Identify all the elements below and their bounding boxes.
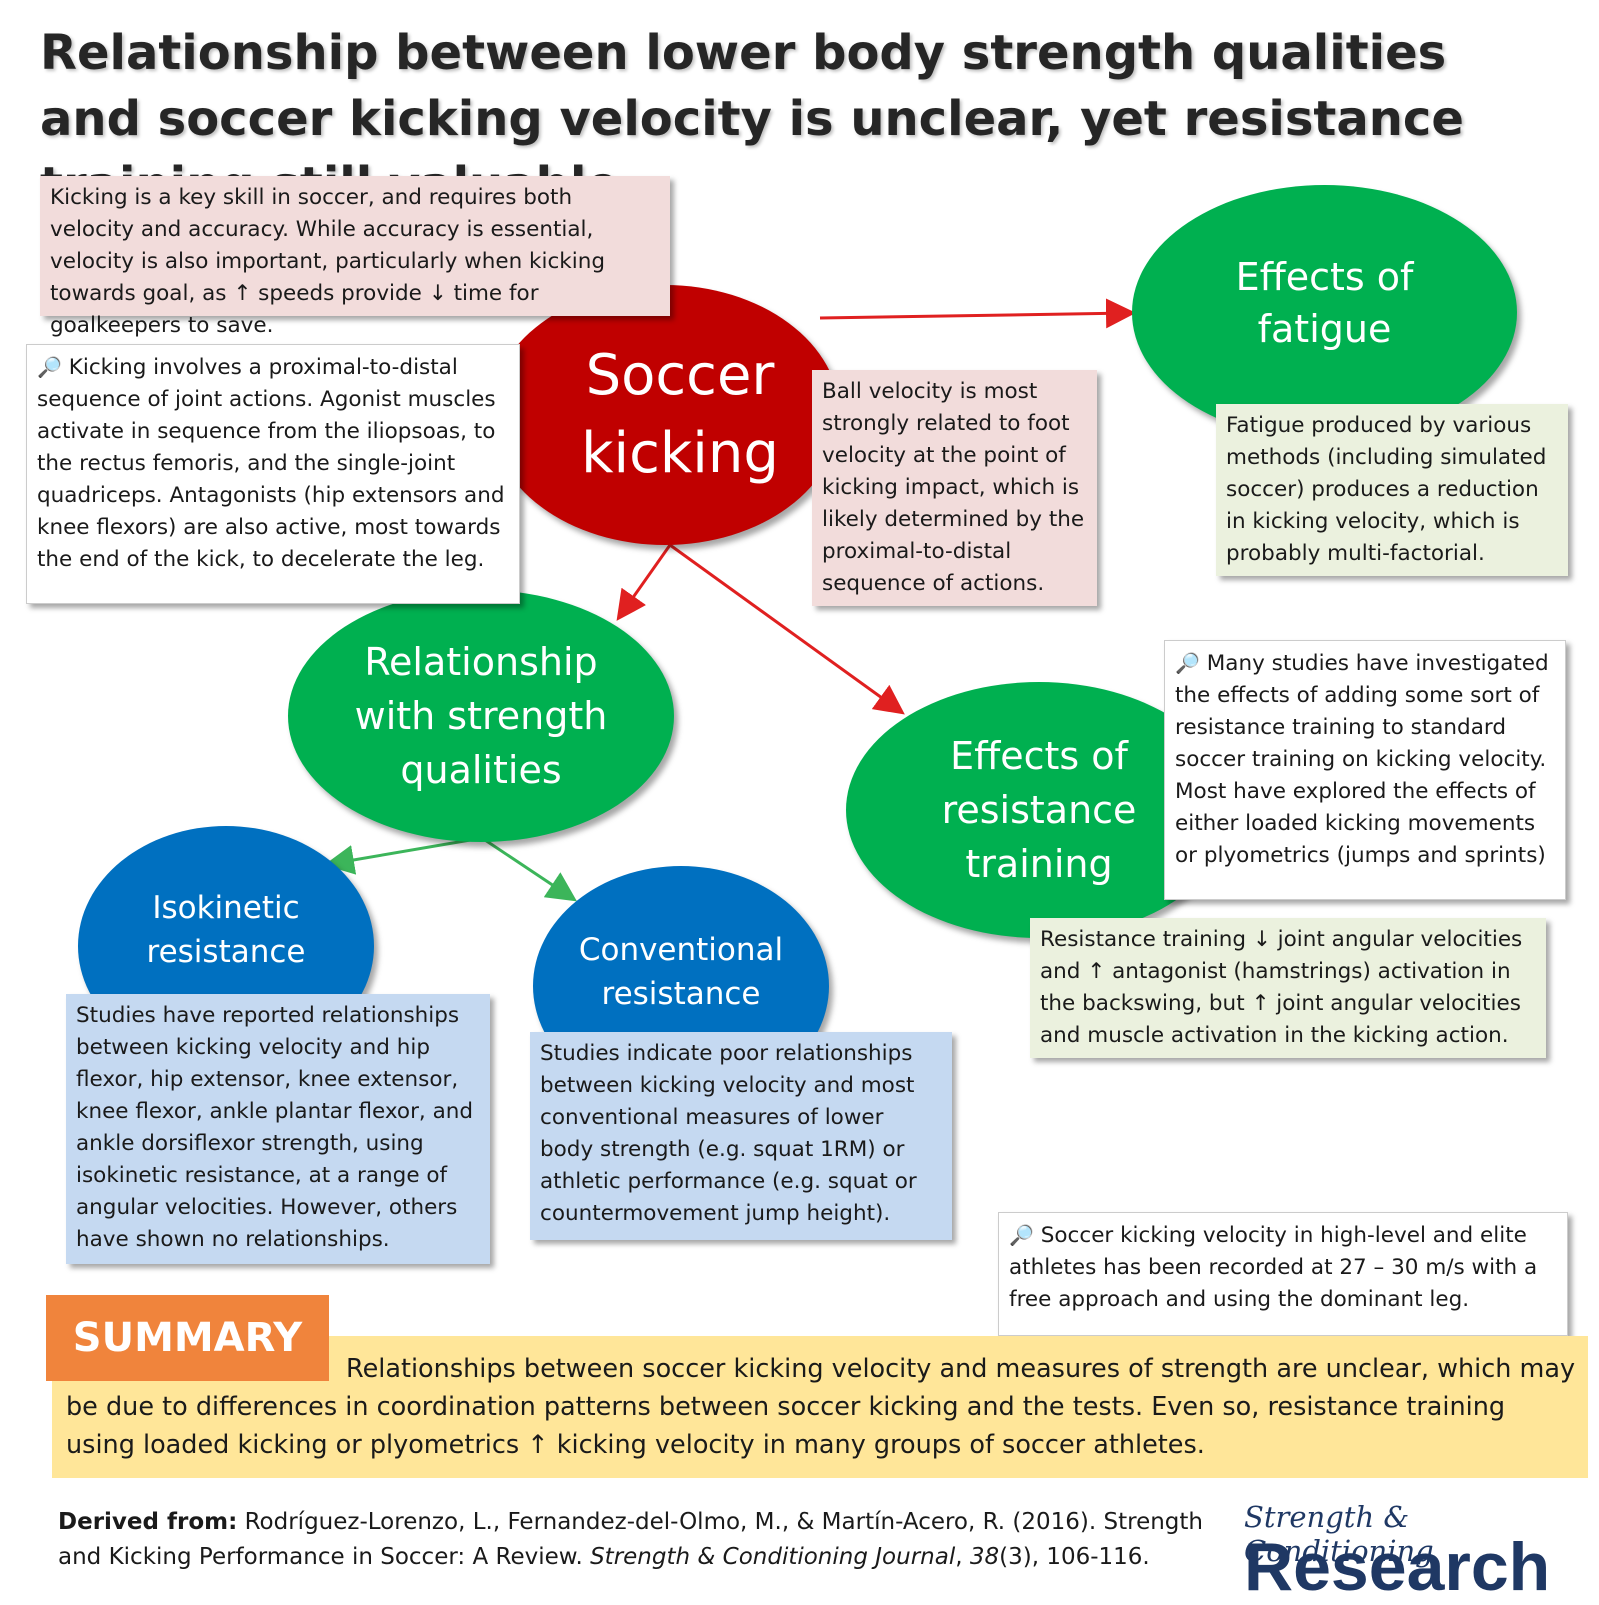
conventional-text: Studies indicate poor relationships betw… xyxy=(540,1041,917,1226)
conventional-box: Studies indicate poor relationships betw… xyxy=(530,1032,952,1240)
elite-box: 🔎 Soccer kicking velocity in high-level … xyxy=(998,1212,1568,1336)
isokinetic-text: Studies have reported relationships betw… xyxy=(76,1003,474,1252)
citation-volume: 38 xyxy=(969,1544,1000,1570)
ball-velocity-text: Ball velocity is most strongly related t… xyxy=(822,379,1085,596)
effects-resistance-label: Effects of resistance training xyxy=(941,734,1137,886)
elite-text: Soccer kicking velocity in high-level an… xyxy=(1009,1223,1538,1312)
conventional-label: Conventional resistance xyxy=(578,932,784,1012)
relationship-strength-label: Relationship with strength qualities xyxy=(354,640,608,792)
magnifier-icon: 🔎 xyxy=(37,355,62,379)
effects-fatigue-label: Effects of fatigue xyxy=(1235,254,1414,351)
many-studies-text: Many studies have investigated the effec… xyxy=(1175,651,1549,868)
many-studies-box: 🔎 Many studies have investigated the eff… xyxy=(1164,640,1566,900)
magnifier-icon: 🔎 xyxy=(1175,651,1200,675)
brand-line2: Research xyxy=(1244,1529,1551,1605)
fatigue-box: Fatigue produced by various methods (inc… xyxy=(1216,404,1568,576)
arrow-to-fatigue xyxy=(819,298,1136,329)
ball-velocity-box: Ball velocity is most strongly related t… xyxy=(812,370,1097,606)
resistance-training-box: Resistance training ↓ joint angular velo… xyxy=(1030,918,1546,1058)
citation-journal: Strength & Conditioning Journal xyxy=(590,1544,956,1570)
sequence-box: 🔎 Kicking involves a proximal-to-distal … xyxy=(26,344,520,604)
page-title: Relationship between lower body strength… xyxy=(40,25,1464,213)
citation: Derived from: Rodríguez-Lorenzo, L., Fer… xyxy=(58,1505,1238,1575)
relationship-strength-node: Relationship with strength qualities xyxy=(288,590,674,842)
citation-sep: , xyxy=(955,1544,970,1570)
summary-text: Relationships between soccer kicking vel… xyxy=(66,1354,1576,1460)
citation-pages: (3), 106-116. xyxy=(999,1544,1150,1570)
intro-text: Kicking is a key skill in soccer, and re… xyxy=(50,185,605,338)
summary-label: SUMMARY xyxy=(46,1295,329,1381)
effects-fatigue-node: Effects of fatigue xyxy=(1132,185,1517,440)
resistance-training-text: Resistance training ↓ joint angular velo… xyxy=(1040,927,1523,1048)
brand-line1: Strength & Conditioning xyxy=(1244,1500,1434,1568)
magnifier-icon: 🔎 xyxy=(1009,1223,1034,1247)
soccer-kicking-node: Soccer kicking xyxy=(490,285,840,545)
arrow-to-conventional xyxy=(481,836,577,902)
sequence-text: Kicking involves a proximal-to-distal se… xyxy=(37,355,505,572)
arrow-to-resistance xyxy=(669,543,905,715)
isokinetic-label: Isokinetic resistance xyxy=(146,890,306,970)
arrow-to-strength xyxy=(616,544,672,621)
intro-box: Kicking is a key skill in soccer, and re… xyxy=(40,176,670,338)
fatigue-text: Fatigue produced by various methods (inc… xyxy=(1226,413,1547,566)
isokinetic-box: Studies have reported relationships betw… xyxy=(66,994,490,1264)
soccer-kicking-label: Soccer kicking xyxy=(581,343,779,486)
citation-prefix: Derived from: xyxy=(58,1509,238,1535)
arrow-to-isokinetic xyxy=(324,836,483,875)
citation-authors: Rodríguez-Lorenzo, L., Fernandez-del-Olm… xyxy=(58,1509,1204,1570)
